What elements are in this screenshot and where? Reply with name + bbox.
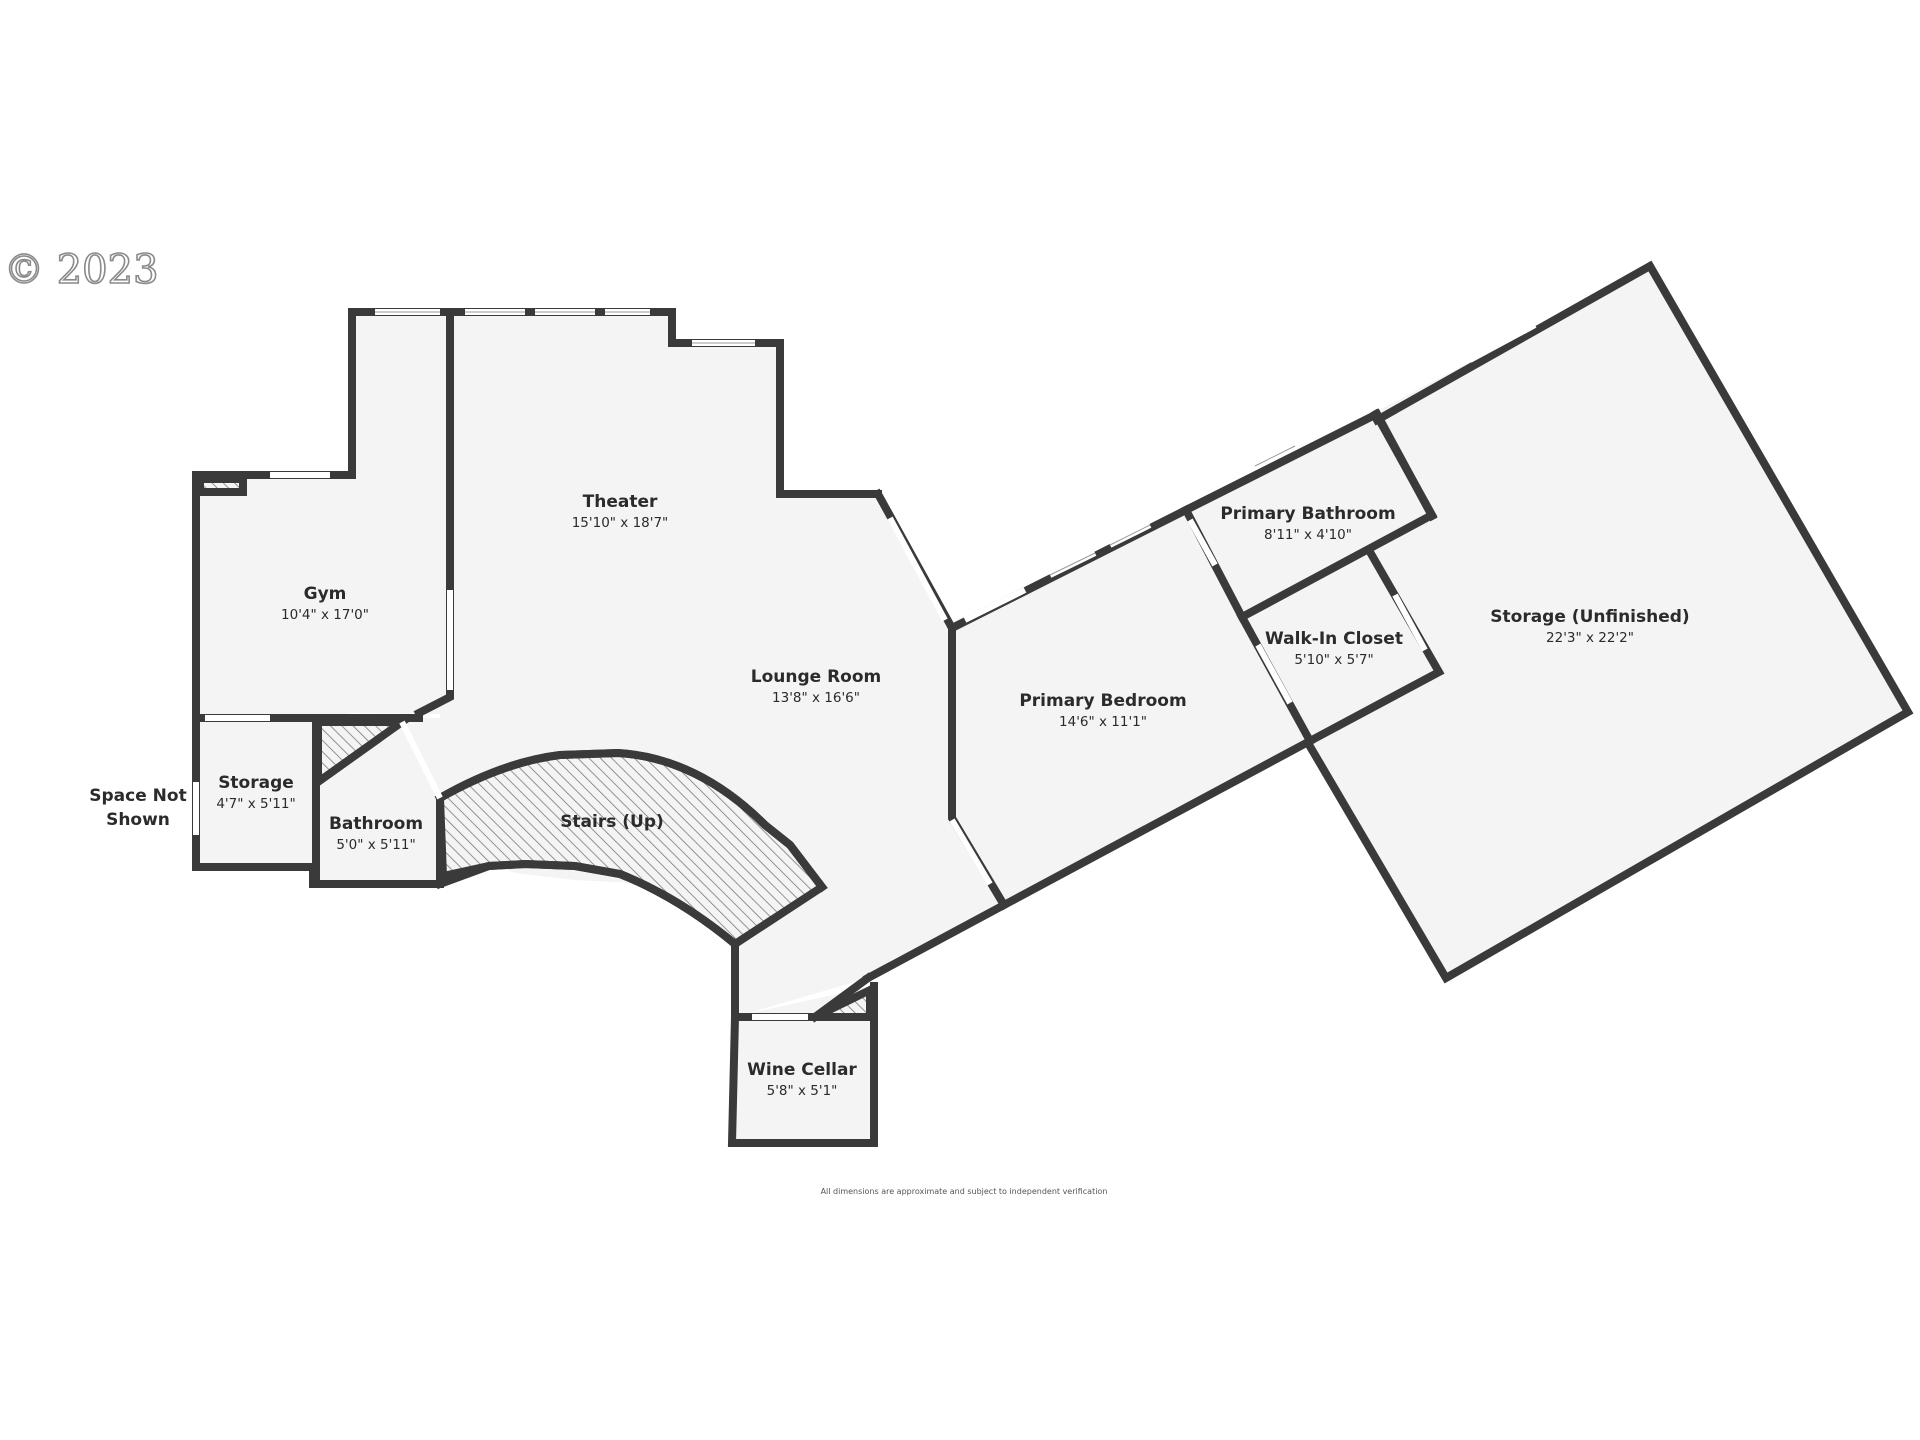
storage-dims: 4'7" x 5'11" — [216, 796, 295, 812]
gym-name: Gym — [304, 584, 347, 604]
stairs-name: Stairs (Up) — [560, 812, 664, 832]
primary-bedroom-dims: 14'6" x 11'1" — [1059, 714, 1147, 730]
wine-cellar-name: Wine Cellar — [747, 1060, 857, 1080]
storage-floor — [196, 718, 316, 865]
room-floors — [196, 266, 1908, 1143]
wine-cellar-dims: 5'8" x 5'1" — [767, 1083, 838, 1099]
main-floor — [196, 312, 1004, 1017]
room-labels: Theater 15'10" x 18'7" Gym 10'4" x 17'0"… — [89, 492, 1689, 1099]
storage-unfinished-floor — [1308, 266, 1908, 978]
copyright-watermark: © 2023 — [4, 247, 159, 293]
bathroom-dims: 5'0" x 5'11" — [336, 837, 415, 853]
primary-bathroom-name: Primary Bathroom — [1220, 504, 1395, 524]
bathroom-name: Bathroom — [329, 814, 423, 834]
storage-unfinished-dims: 22'3" x 22'2" — [1546, 630, 1634, 646]
walk-in-closet-dims: 5'10" x 5'7" — [1294, 652, 1373, 668]
theater-name: Theater — [583, 492, 658, 512]
storage-name: Storage — [218, 773, 294, 793]
walk-in-closet-name: Walk-In Closet — [1265, 629, 1403, 649]
gym-corner-hatch — [196, 475, 247, 496]
primary-bathroom-dims: 8'11" x 4'10" — [1264, 527, 1352, 543]
windows — [193, 309, 1537, 1020]
primary-suite-floor — [952, 414, 1432, 905]
theater-dims: 15'10" x 18'7" — [572, 515, 669, 531]
disclaimer-text: All dimensions are approximate and subje… — [821, 1187, 1108, 1196]
wine-cellar-floor — [732, 986, 874, 1143]
space-not-shown-line1: Space Not — [89, 786, 186, 806]
gym-dims: 10'4" x 17'0" — [281, 607, 369, 623]
space-not-shown-line2: Shown — [106, 810, 170, 830]
storage-unfinished-name: Storage (Unfinished) — [1490, 607, 1689, 627]
lounge-room-name: Lounge Room — [751, 667, 882, 687]
lounge-room-dims: 13'8" x 16'6" — [772, 690, 860, 706]
primary-bedroom-name: Primary Bedroom — [1019, 691, 1186, 711]
